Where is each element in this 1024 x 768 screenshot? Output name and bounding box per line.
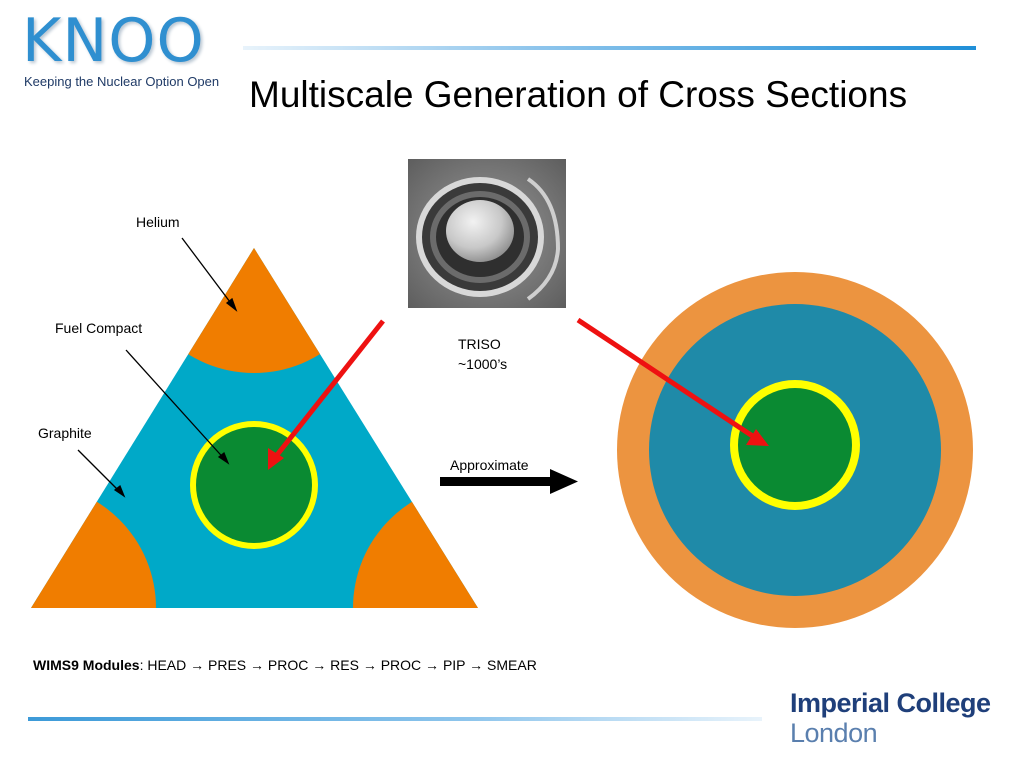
footer-rule (28, 717, 762, 721)
triso-micrograph (408, 159, 566, 308)
helium-leader-head (225, 297, 238, 312)
helium-label: Helium (136, 214, 180, 230)
approximate-label: Approximate (450, 457, 529, 473)
knoo-logo: KNOO (22, 6, 205, 76)
triso-label: TRISO (458, 336, 501, 352)
logo-tagline: Keeping the Nuclear Option Open (24, 74, 220, 89)
fuel-core (738, 388, 852, 502)
college-line-1: Imperial College (790, 688, 991, 718)
helium-leader (181, 237, 237, 311)
red-arrows (268, 317, 769, 470)
wims-modules-sequence: : HEAD → PRES → PROC → RES → PROC → PIP … (139, 657, 537, 673)
red-arrow-left (275, 319, 385, 457)
fuel-compact (196, 427, 312, 543)
college-line-2: London (790, 718, 878, 748)
leader-lines (77, 237, 238, 498)
imperial-college-logo: Imperial College London (790, 688, 991, 748)
slide-title: Multiscale Generation of Cross Sections (249, 74, 908, 115)
graphite-label: Graphite (38, 425, 92, 441)
red-arrow-left-head (268, 448, 284, 470)
circular-cell (617, 272, 973, 628)
graphite-leader-head (113, 484, 126, 498)
helium-bottom-right (353, 483, 478, 608)
red-arrow-right (576, 317, 756, 440)
red-arrow-right-head (746, 429, 769, 446)
fuel-compact-leader (125, 349, 229, 464)
wims-modules-heading: WIMS9 Modules (33, 657, 140, 673)
header-rule (243, 46, 976, 50)
wims-modules: WIMS9 Modules: HEAD → PRES → PROC → RES … (33, 657, 537, 673)
approximate-arrow (440, 469, 578, 494)
helium-bottom-left (31, 483, 156, 608)
helium-top (129, 248, 379, 373)
fuel-compact-leader-head (217, 451, 230, 465)
fuel-compact-label: Fuel Compact (55, 320, 143, 336)
triso-count-label: ~1000’s (458, 356, 508, 372)
